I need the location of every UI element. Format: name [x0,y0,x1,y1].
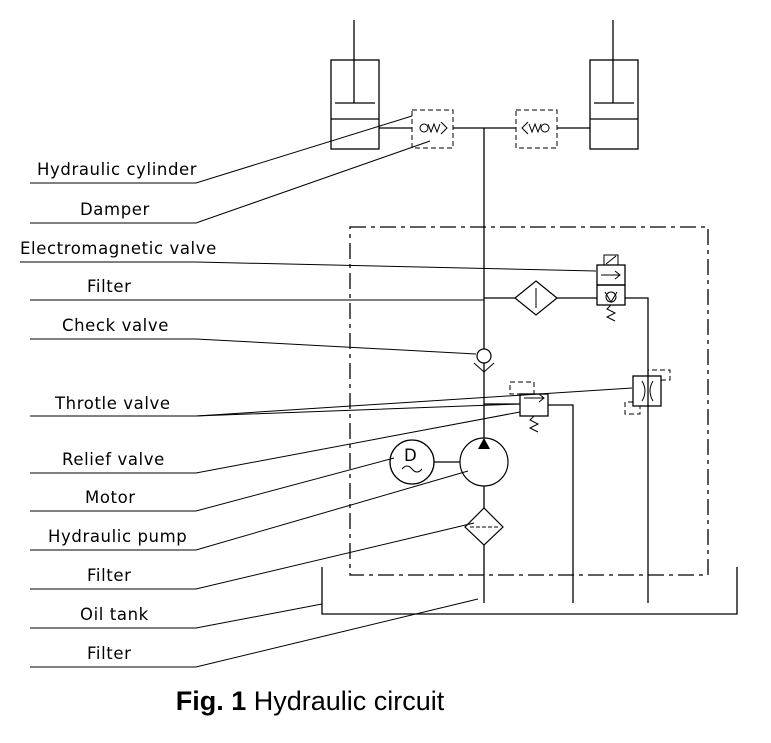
left-hydraulic-cylinder [330,20,380,150]
label-oil-tank: Oil tank [80,605,149,624]
left-damper [379,109,454,149]
figure-caption: Fig. 1 Hydraulic circuit [0,686,620,717]
label-hydraulic-cylinder: Hydraulic cylinder [37,160,197,179]
label-relief-valve: Relief valve [62,450,165,469]
label-throttle-valve: Throtle valve [54,394,171,413]
right-hydraulic-cylinder [589,20,639,150]
leader-lines [20,115,633,668]
caption-title: Hydraulic circuit [253,686,445,716]
label-hydraulic-pump: Hydraulic pump [48,527,187,546]
throttle-valve [624,369,671,415]
electromagnetic-valve [596,254,626,322]
relief-valve [484,381,574,603]
hydraulic-pump [459,437,509,487]
label-damper: Damper [80,200,150,219]
right-damper [515,109,590,149]
check-valve [473,348,495,373]
oil-tank [321,567,738,615]
valve-return-line [625,297,649,603]
label-filter-tank: Filter [87,644,131,663]
motor-symbol: D [404,446,417,465]
label-check-valve: Check valve [62,316,169,335]
label-electromagnetic-valve: Electromagnetic valve [20,239,217,258]
caption-prefix: Fig. 1 [175,686,247,716]
upper-filter [484,280,597,316]
label-filter-lower: Filter [87,566,131,585]
lower-filter [464,507,504,546]
motor: D [389,439,460,485]
label-motor: Motor [85,488,136,507]
label-filter-upper: Filter [87,277,131,296]
power-unit-boundary [349,226,709,576]
